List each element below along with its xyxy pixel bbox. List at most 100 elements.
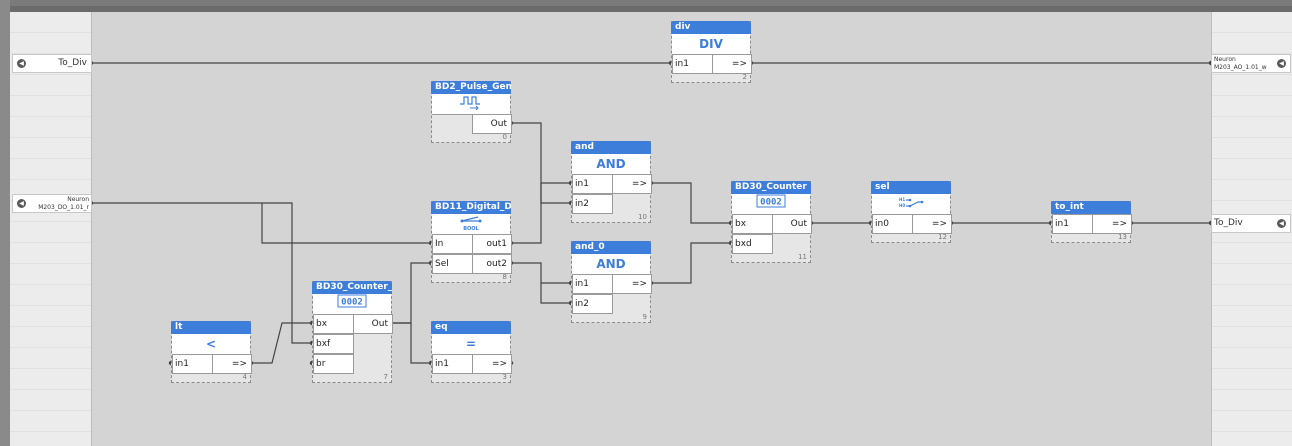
block-title: div (671, 21, 751, 34)
port-label: in1 (175, 359, 189, 369)
block-title: BD2_Pulse_Gen... (431, 81, 511, 94)
port-label: => (931, 219, 947, 229)
arrow-left-icon: ◀ (17, 199, 26, 208)
block-number: 13 (1118, 233, 1127, 241)
port-label: out2 (486, 259, 507, 269)
port-label: in1 (1055, 219, 1069, 229)
block-lt[interactable]: lt < in1 => 4 (171, 321, 252, 383)
port-in[interactable]: In (432, 234, 473, 254)
block-title: BD30_Counter (731, 181, 811, 194)
output-neuron[interactable]: Neuron M203_AO_1.01_w ◀ (1211, 54, 1291, 73)
block-number: 11 (798, 253, 807, 261)
block-digital[interactable]: BD11_Digital_D... BOOL In out1 Sel out2 … (431, 201, 512, 283)
output-label-line1: Neuron (1214, 56, 1236, 63)
block-number: 10 (638, 213, 647, 221)
port-out[interactable]: => (612, 274, 652, 294)
block-counter-0[interactable]: BD30_Counter_0 0002 bx Out bxf br 7 (312, 281, 393, 383)
port-out2[interactable]: out2 (472, 254, 512, 274)
block-title: to_int (1051, 201, 1131, 214)
port-bxf[interactable]: bxf (313, 334, 354, 354)
block-title: and_0 (571, 241, 651, 254)
block-symbol: < (172, 334, 250, 355)
output-label: To_Div (1214, 218, 1243, 228)
input-label-line2: M203_DO_1.01_r (38, 204, 89, 211)
port-label: => (231, 359, 247, 369)
port-sel[interactable]: Sel (432, 254, 473, 274)
block-symbol: AND (572, 254, 650, 275)
port-label: Out (790, 219, 807, 229)
block-and-0[interactable]: and_0 AND in1 => in2 9 (571, 241, 652, 323)
block-div[interactable]: div DIV in1 => 2 (671, 21, 752, 83)
port-in1[interactable]: in1 (672, 54, 713, 74)
port-out[interactable]: => (212, 354, 252, 374)
block-number: 2 (742, 73, 747, 81)
port-in1[interactable]: in1 (172, 354, 213, 374)
port-in1[interactable]: in1 (1052, 214, 1093, 234)
port-out1[interactable]: out1 (472, 234, 512, 254)
block-eq[interactable]: eq = in1 => 3 (431, 321, 512, 383)
input-label-line1: Neuron (67, 196, 89, 203)
block-title: sel (871, 181, 951, 194)
block-to-int[interactable]: to_int in1 => 13 (1051, 201, 1132, 243)
port-in2[interactable]: in2 (572, 194, 613, 214)
output-label-line2: M203_AO_1.01_w (1214, 64, 1267, 71)
block-number: 8 (502, 273, 507, 281)
port-in2[interactable]: in2 (572, 294, 613, 314)
port-out[interactable]: => (612, 174, 652, 194)
port-out[interactable]: => (712, 54, 752, 74)
port-bxd[interactable]: bxd (732, 234, 773, 254)
svg-text:BOOL: BOOL (463, 226, 479, 232)
block-number: 12 (938, 233, 947, 241)
port-label: Out (371, 319, 388, 329)
block-and[interactable]: and AND in1 => in2 10 (571, 141, 652, 223)
port-bx[interactable]: bx (732, 214, 773, 234)
port-out[interactable]: => (1092, 214, 1132, 234)
port-label: in1 (435, 359, 449, 369)
block-number: 7 (383, 373, 388, 381)
pulse-wave-icon (432, 94, 510, 115)
port-in1[interactable]: in1 (572, 174, 613, 194)
arrow-left-icon: ◀ (17, 59, 26, 68)
port-out[interactable]: => (472, 354, 512, 374)
port-out[interactable]: Out (472, 114, 512, 134)
port-bx[interactable]: bx (313, 314, 354, 334)
port-label: in1 (575, 279, 589, 289)
port-label: => (1111, 219, 1127, 229)
port-label: in2 (575, 199, 589, 209)
top-border (0, 0, 1292, 6)
input-label: To_Div (58, 58, 87, 68)
port-out[interactable]: Out (353, 314, 393, 334)
port-label: Out (490, 119, 507, 129)
port-out[interactable]: => (912, 214, 952, 234)
block-symbol: DIV (672, 34, 750, 55)
port-label: => (731, 59, 747, 69)
input-to-div[interactable]: ◀ To_Div (12, 54, 92, 73)
block-number: 9 (642, 313, 647, 321)
margin-divider-left (91, 12, 92, 446)
port-in1[interactable]: in1 (572, 274, 613, 294)
block-title: BD30_Counter_0 (312, 281, 392, 294)
svg-text:0002: 0002 (341, 298, 363, 308)
block-symbol: = (432, 334, 510, 355)
port-br[interactable]: br (313, 354, 354, 374)
port-label: in2 (575, 299, 589, 309)
port-label: bx (316, 319, 328, 329)
port-label: => (631, 279, 647, 289)
port-out[interactable]: Out (772, 214, 812, 234)
block-number: 3 (502, 373, 507, 381)
port-in0[interactable]: in0 (872, 214, 913, 234)
port-label: br (316, 359, 326, 369)
left-border (0, 0, 10, 446)
port-in1[interactable]: in1 (432, 354, 473, 374)
output-to-div[interactable]: To_Div ◀ (1211, 214, 1291, 233)
block-title: and (571, 141, 651, 154)
arrow-left-icon: ◀ (1277, 219, 1286, 228)
bool-switch-icon: BOOL (432, 214, 510, 235)
block-symbol: AND (572, 154, 650, 175)
block-pulse-gen[interactable]: BD2_Pulse_Gen... Out 0 (431, 81, 512, 143)
counter-icon: 0002 (313, 294, 391, 315)
block-counter[interactable]: BD30_Counter 0002 bx Out bxd 11 (731, 181, 812, 263)
input-neuron[interactable]: ◀ Neuron M203_DO_1.01_r (12, 194, 92, 213)
